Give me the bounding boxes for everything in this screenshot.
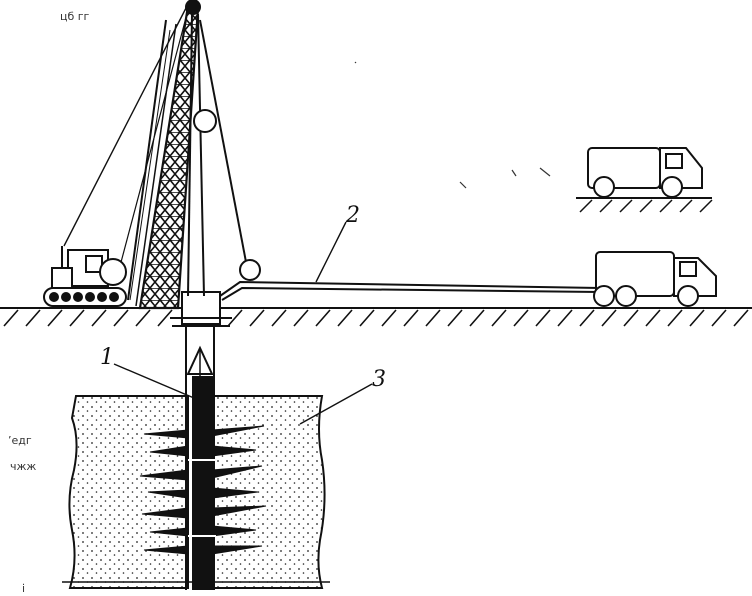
ground-surface	[0, 307, 752, 327]
truck-upper	[576, 147, 713, 213]
leader-mast	[187, 13, 261, 297]
soil-section	[62, 395, 330, 589]
label-2: 2	[345, 203, 360, 228]
explosive-spikes	[139, 425, 267, 555]
truck-lower	[593, 251, 717, 307]
pile-column	[186, 345, 216, 590]
stray-mark-left-1: ’едг	[8, 434, 32, 447]
crawler-crane-base	[43, 246, 127, 307]
callout-leaders	[113, 221, 373, 425]
crane-boom	[63, 0, 201, 310]
borehole-casing	[170, 291, 232, 590]
stray-mark-left-2: чжж	[10, 460, 36, 473]
label-3: 3	[372, 367, 386, 392]
pipeline	[219, 280, 601, 301]
stray-mark-top-left: цб гг	[60, 10, 90, 23]
scan-specks	[354, 61, 551, 189]
stray-mark-bottom-left: і	[22, 582, 25, 595]
label-1: 1	[100, 345, 114, 370]
